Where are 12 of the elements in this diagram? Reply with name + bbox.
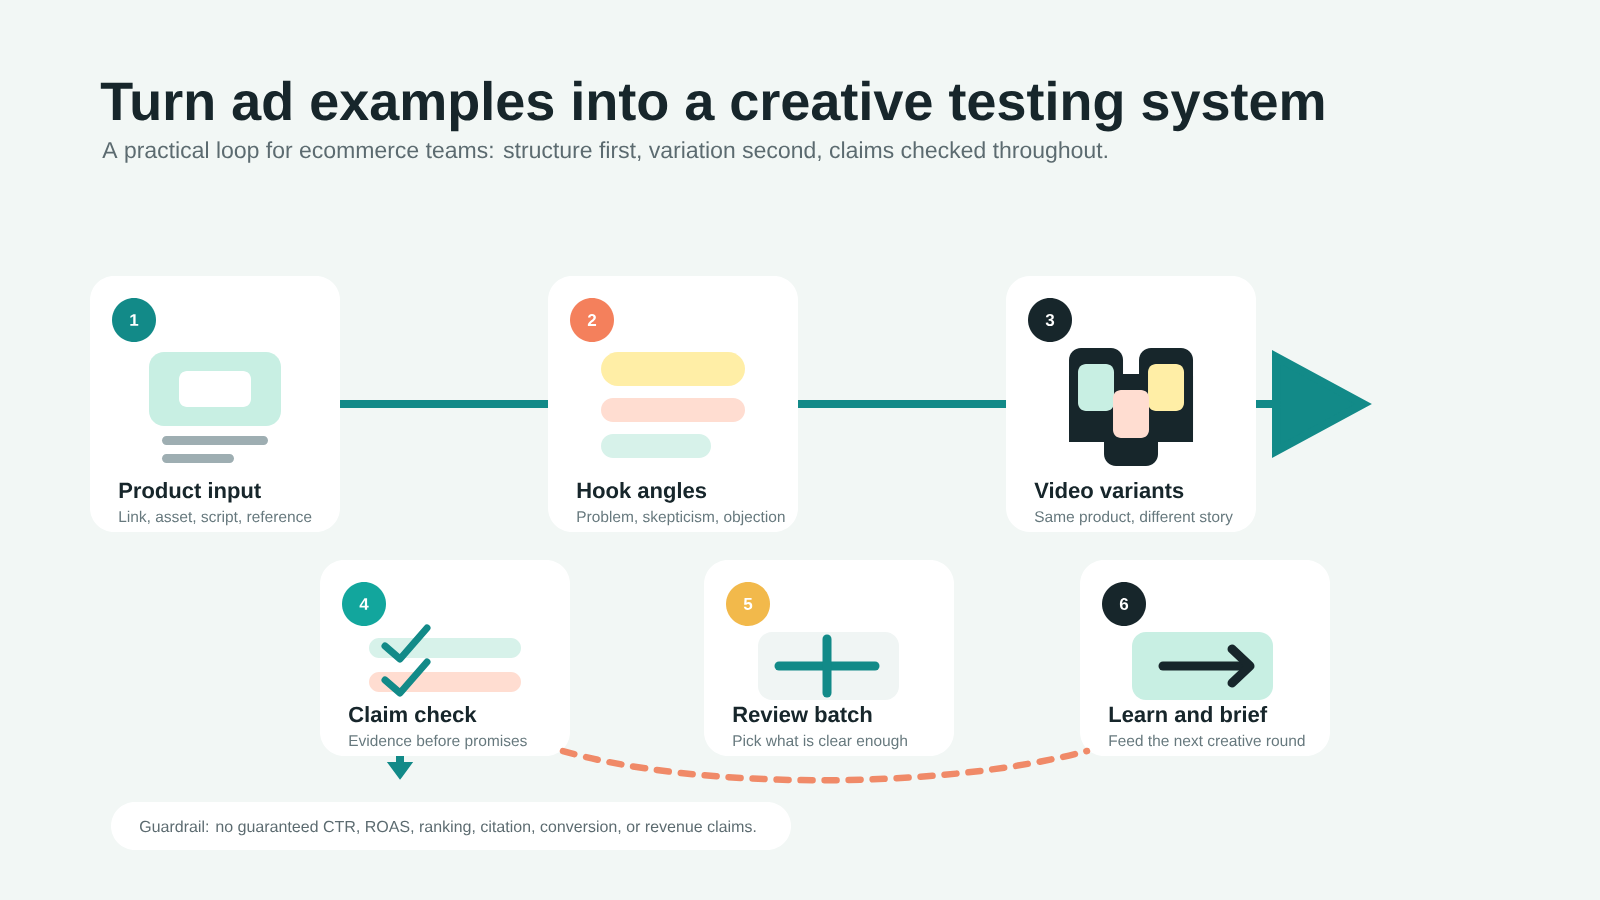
number-badge: 3 — [1028, 298, 1072, 342]
title: Turn ad examples into a creative testing system — [100, 80, 1324, 132]
dashed-connector — [559, 747, 1091, 784]
note-pill: Guardrail: no guaranteed CTR, ROAS, ranking, citation, conversion, or revenue claims. — [111, 802, 791, 850]
number-badge: 5 — [726, 582, 770, 626]
connector-line — [340, 400, 548, 408]
number-badge: 1 — [112, 298, 156, 342]
subtitle: A practical loop for ecommerce teams: structure first, variation second, claims checked throughout. — [102, 141, 1107, 163]
connector-line — [798, 400, 1006, 408]
number-badge: 2 — [570, 298, 614, 342]
number-badge: 4 — [342, 582, 386, 626]
number-badge: 6 — [1102, 582, 1146, 626]
